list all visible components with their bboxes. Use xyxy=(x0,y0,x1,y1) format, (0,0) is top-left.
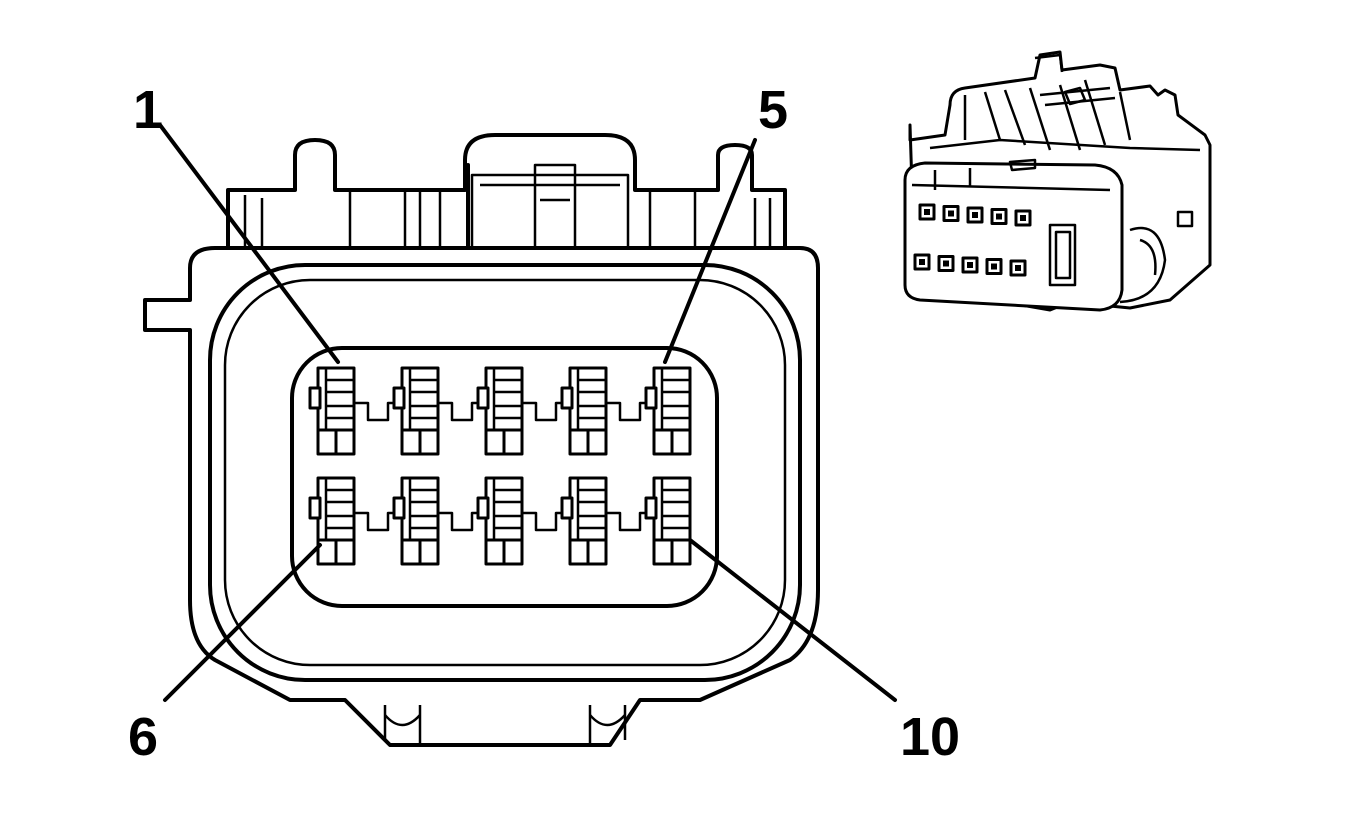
cavity-divider xyxy=(521,401,570,422)
isometric-terminal-cavities xyxy=(913,203,1032,277)
terminal-cavity-4 xyxy=(560,366,608,456)
cavity-divider xyxy=(437,511,486,532)
terminal-cavity-6 xyxy=(308,476,356,566)
connector-face-view: 1 5 6 10 xyxy=(128,80,960,767)
outer-seal-ring xyxy=(208,263,802,682)
pin-label-5: 5 xyxy=(758,80,788,140)
iso-cavity-terminal-1 xyxy=(924,209,930,215)
iso-cavity-terminal-8 xyxy=(967,262,973,268)
bottom-tab xyxy=(383,705,627,745)
pin-label-10: 10 xyxy=(900,707,960,767)
top-lock-housing xyxy=(226,133,787,250)
terminal-cavity-9 xyxy=(560,476,608,566)
terminal-cavity-8 xyxy=(476,476,524,566)
outer-housing xyxy=(143,246,820,747)
cavity-divider xyxy=(353,401,402,422)
connector-isometric-view xyxy=(903,50,1212,312)
inner-seal-ring xyxy=(223,278,787,667)
cavity-opening xyxy=(290,346,719,608)
terminal-cavity-5 xyxy=(644,366,692,456)
iso-cavity-terminal-5 xyxy=(1020,215,1026,221)
cavity-divider xyxy=(521,511,570,532)
leader-line-pin-5 xyxy=(663,138,757,364)
cavity-divider xyxy=(437,401,486,422)
terminal-cavity-2 xyxy=(392,366,440,456)
pin-label-6: 6 xyxy=(128,707,158,767)
cavity-divider xyxy=(353,511,402,532)
terminal-cavity-1 xyxy=(308,366,356,456)
leader-line-pin-10 xyxy=(688,538,897,702)
iso-cavity-terminal-3 xyxy=(972,212,978,218)
terminal-cavity-3 xyxy=(476,366,524,456)
terminal-cavity-7 xyxy=(392,476,440,566)
iso-cavity-terminal-9 xyxy=(991,263,997,270)
iso-cavity-terminal-7 xyxy=(943,260,949,267)
terminal-cavities xyxy=(308,366,692,566)
iso-cavity-terminal-10 xyxy=(1015,265,1021,271)
iso-cavity-terminal-4 xyxy=(996,213,1002,220)
iso-cavity-terminal-6 xyxy=(919,259,925,265)
cavity-divider xyxy=(605,401,654,422)
leader-line-pin-1 xyxy=(158,123,340,364)
leader-lines xyxy=(158,123,897,702)
cavity-divider xyxy=(605,511,654,532)
terminal-cavity-10 xyxy=(644,476,692,566)
pin-label-1: 1 xyxy=(133,80,163,140)
leader-line-pin-6 xyxy=(163,543,322,702)
iso-cavity-terminal-2 xyxy=(948,210,954,217)
